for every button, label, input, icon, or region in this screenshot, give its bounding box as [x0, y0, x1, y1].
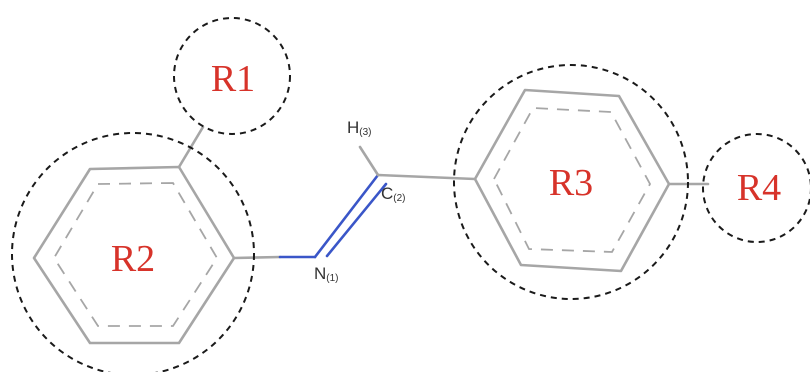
atom-n-index: (1)	[326, 273, 338, 284]
r3-label: R3	[549, 162, 593, 204]
right-ring-inner-dashed	[492, 107, 652, 253]
atom-n-label: N(1)	[314, 264, 339, 284]
atom-h-index: (3)	[359, 127, 371, 138]
bond-n-c-double-inner	[325, 182, 388, 258]
atom-c-index: (2)	[393, 193, 405, 204]
r4-circle	[702, 133, 810, 243]
r1-circle	[173, 17, 291, 135]
group-labels: R1 R2 R3 R4	[111, 58, 781, 280]
bond-c-to-ring	[376, 173, 477, 181]
r2-circle	[11, 132, 255, 372]
atom-c-label: C(2)	[381, 184, 406, 204]
bonds	[177, 125, 710, 260]
bond-c-h	[358, 145, 380, 177]
r1-label: R1	[211, 58, 255, 100]
right-ring-outer	[473, 88, 671, 273]
r4-label: R4	[737, 167, 781, 209]
bond-n-c-double-outer	[313, 173, 380, 259]
left-ring-outer	[32, 165, 236, 345]
right-benzene-ring	[473, 88, 671, 273]
r2-label: R2	[111, 238, 155, 280]
left-benzene-ring	[32, 165, 236, 345]
atom-labels: N(1) C(2) H(3)	[314, 118, 406, 284]
substituent-circles	[11, 17, 810, 372]
bond-ring-to-n	[232, 255, 282, 260]
atom-c-symbol: C	[381, 184, 393, 203]
left-ring-inner-dashed	[52, 182, 219, 327]
atom-h-label: H(3)	[347, 118, 372, 138]
r3-circle	[453, 64, 689, 300]
atom-h-symbol: H	[347, 118, 359, 137]
atom-n-symbol: N	[314, 264, 326, 283]
